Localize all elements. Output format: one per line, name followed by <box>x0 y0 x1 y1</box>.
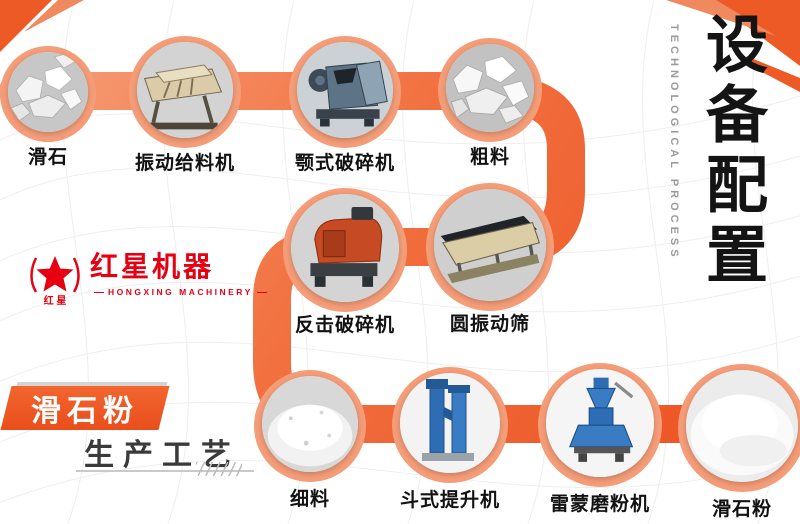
flow-step-vibrating-feeder: 振动给料机 <box>129 36 241 174</box>
rule-left <box>94 291 104 293</box>
step-label: 反击破碎机 <box>294 315 396 336</box>
headline-underline <box>76 470 254 472</box>
impact-crusher-photo <box>291 194 399 302</box>
logo-text: 红星机器 HONGXING MACHINERY <box>90 250 271 297</box>
vertical-title-cn: 设备配置 <box>696 12 764 292</box>
corner-decoration-top-right <box>666 0 800 92</box>
talc-ore-photo <box>8 52 88 132</box>
flow-step-impact-crusher: 反击破碎机 <box>283 188 407 336</box>
emblem-caption: 红 星 <box>44 294 67 307</box>
bucket-elevator-icon <box>400 373 500 473</box>
red-star-laurel-icon: 红 星 <box>30 256 80 307</box>
step-label: 雷蒙磨粉机 <box>549 494 651 515</box>
step-label: 滑石 <box>27 147 69 168</box>
vibrating-screen-photo <box>434 189 546 301</box>
raymond-mill-icon <box>546 369 654 477</box>
talc-powder-icon <box>686 370 798 482</box>
vibrating-feeder-photo <box>137 42 233 138</box>
headline-line1: 滑石粉 <box>31 395 139 428</box>
coarse-material-photo <box>446 44 534 132</box>
flow-step-coarse-material: 粗料 <box>438 38 542 168</box>
step-label: 斗式提升机 <box>399 490 501 511</box>
headline-hatch-decoration <box>196 462 242 476</box>
flow-step-circular-vibrating-screen: 圆振动筛 <box>426 183 554 335</box>
white-rocks-icon <box>8 52 88 132</box>
flow-step-raymond-mill: 雷蒙磨粉机 <box>538 363 662 515</box>
flow-step-talc-powder: 滑石粉 <box>678 364 800 520</box>
jaw-crusher-photo <box>297 42 393 138</box>
step-label: 滑石粉 <box>711 499 773 520</box>
coarse-rocks-icon <box>446 44 534 132</box>
bucket-elevator-photo <box>400 373 500 473</box>
brand-name-en: HONGXING MACHINERY <box>90 287 271 297</box>
brand-name-cn: 红星机器 <box>90 251 215 282</box>
fine-material-photo <box>262 376 358 472</box>
vibrating-feeder-icon <box>137 42 233 138</box>
flow-step-bucket-elevator: 斗式提升机 <box>392 367 508 511</box>
brand-en-text: HONGXING MACHINERY <box>108 287 253 297</box>
impact-crusher-icon <box>291 194 399 302</box>
talc-powder-photo <box>686 370 798 482</box>
step-label: 圆振动筛 <box>449 314 531 335</box>
brand-logo: 红 星 红星机器 HONGXING MACHINERY <box>28 250 271 308</box>
rule-right <box>256 291 267 293</box>
flow-step-talc-ore: 滑石 <box>0 46 96 168</box>
headline-ribbon: 滑石粉 <box>0 386 170 430</box>
vibrating-screen-icon <box>434 189 546 301</box>
corner-decoration-top-left <box>0 0 84 52</box>
jaw-crusher-icon <box>297 42 393 138</box>
flow-step-jaw-crusher: 颚式破碎机 <box>289 36 401 174</box>
flow-step-fine-material: 细料 <box>254 370 366 510</box>
vertical-title-en: TECHNOLOGICAL PROCESS <box>668 24 680 261</box>
step-label: 粗料 <box>469 147 511 168</box>
fine-powder-icon <box>262 376 358 472</box>
raymond-mill-photo <box>546 369 654 477</box>
step-label: 振动给料机 <box>134 153 236 174</box>
step-label: 细料 <box>289 489 331 510</box>
step-label: 颚式破碎机 <box>294 153 396 174</box>
